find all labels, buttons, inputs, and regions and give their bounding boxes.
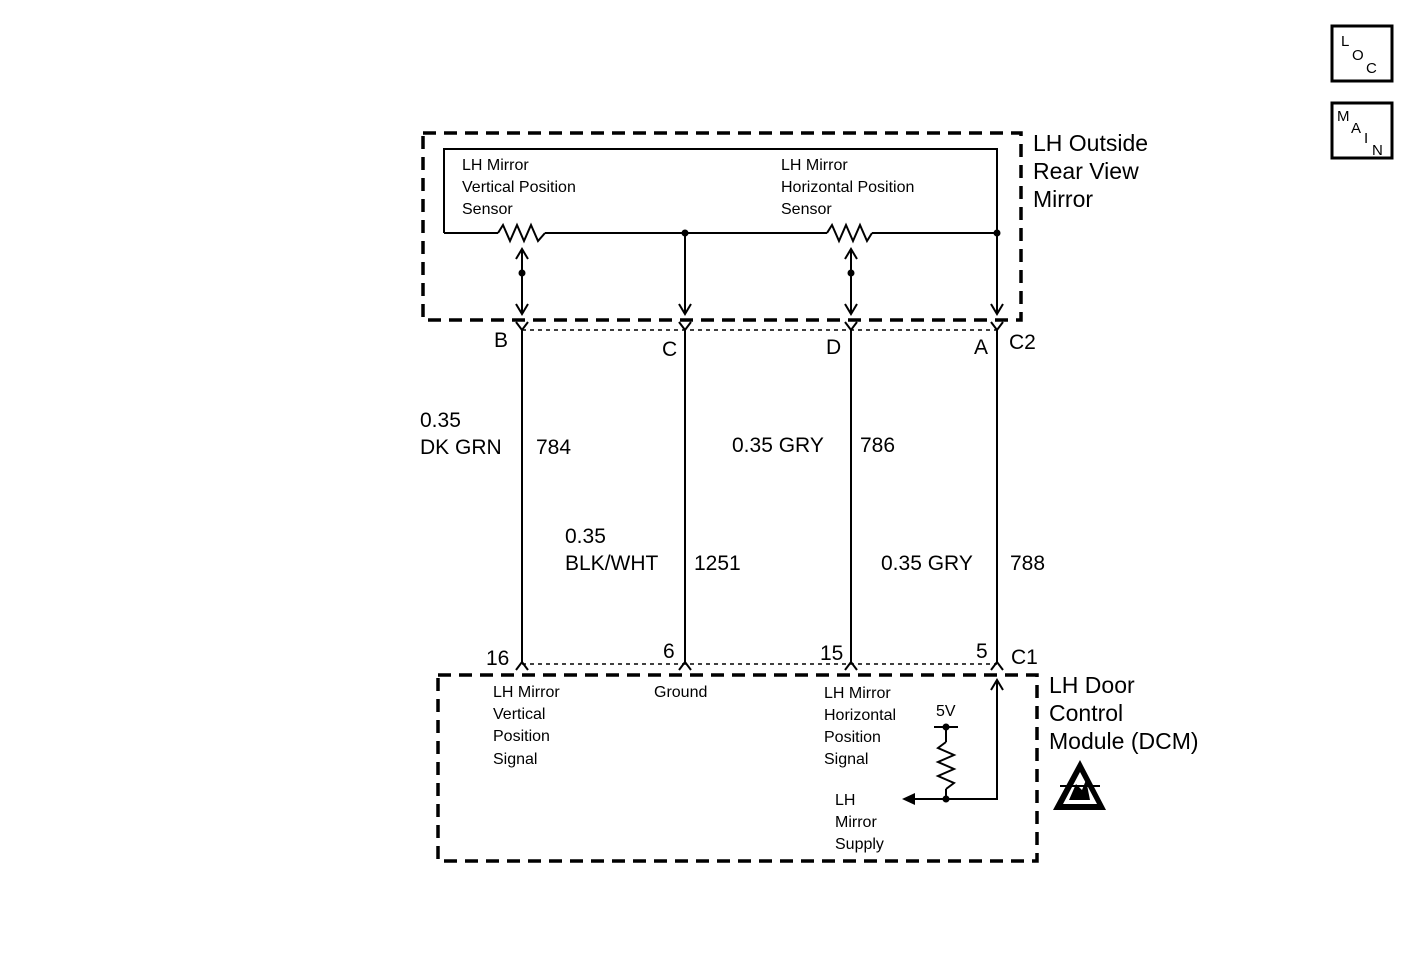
dcm-title-line-2: Control xyxy=(1049,700,1123,726)
horizontal-sensor-label-line-3: Sensor xyxy=(781,201,832,218)
vertical-sensor-resistor xyxy=(497,222,546,244)
main-letter-n: N xyxy=(1372,142,1383,159)
main-letter-i: I xyxy=(1364,130,1368,147)
horizontal-sensor-resistor xyxy=(826,222,873,244)
supply-arrow xyxy=(902,793,915,805)
c1-pin-6: 6 xyxy=(663,640,675,663)
dcm-title-line-3: Module (DCM) xyxy=(1049,728,1199,754)
horizontal-signal-label-line-3: Position xyxy=(824,729,881,746)
c2-pin-d: D xyxy=(826,336,841,359)
wire-784-circuit: 784 xyxy=(536,436,571,459)
loc-button[interactable]: L O C xyxy=(1330,24,1394,83)
c2-connector-label: C2 xyxy=(1009,331,1036,354)
wire-788-circuit: 788 xyxy=(1010,552,1045,575)
loc-letter-l: L xyxy=(1341,33,1349,50)
vertical-sensor-label-line-1: LH Mirror xyxy=(462,157,529,174)
wire-1251-size: 0.35 xyxy=(565,525,606,548)
horizontal-sensor-label-line-2: Horizontal Position xyxy=(781,179,914,196)
loc-letter-o: O xyxy=(1352,47,1364,64)
mirror-title-line-3: Mirror xyxy=(1033,186,1093,212)
wire-786-circuit: 786 xyxy=(860,434,895,457)
c2-terminals xyxy=(515,321,1004,332)
c1-pin-5: 5 xyxy=(976,640,988,663)
c1-terminals xyxy=(515,660,1004,671)
pullup-resistor xyxy=(935,741,957,790)
main-button[interactable]: M A I N xyxy=(1330,101,1394,160)
horizontal-signal-label-line-1: LH Mirror xyxy=(824,685,891,702)
main-letter-a: A xyxy=(1351,120,1361,137)
c2-pin-c: C xyxy=(662,338,677,361)
mirror-title-line-2: Rear View xyxy=(1033,158,1139,184)
vertical-sensor-label-line-3: Sensor xyxy=(462,201,513,218)
main-letter-m: M xyxy=(1337,108,1350,125)
wire-788-label: 0.35 GRY xyxy=(881,552,973,575)
c2-pin-a: A xyxy=(974,336,988,359)
wire-1251-circuit: 1251 xyxy=(694,552,741,575)
vertical-sensor-label-line-2: Vertical Position xyxy=(462,179,576,196)
supply-label-line-3: Supply xyxy=(835,836,884,853)
vertical-signal-label-line-2: Vertical xyxy=(493,706,545,723)
mirror-component-outline xyxy=(421,131,1023,322)
supply-label-line-2: Mirror xyxy=(835,814,877,831)
c1-pin-16: 16 xyxy=(486,647,509,670)
wire-784-color: DK GRN xyxy=(420,436,502,459)
dcm-title-line-1: LH Door xyxy=(1049,672,1135,698)
mirror-title-line-1: LH Outside xyxy=(1033,130,1148,156)
c1-connector-label: C1 xyxy=(1011,646,1038,669)
mirror-internal-circuit xyxy=(443,148,998,234)
dcm-component-outline xyxy=(436,673,1039,863)
ground-label: Ground xyxy=(654,684,707,701)
wire-786-label: 0.35 GRY xyxy=(732,434,824,457)
wire-784-size: 0.35 xyxy=(420,409,461,432)
vertical-signal-label-line-1: LH Mirror xyxy=(493,684,560,701)
voltage-label: 5V xyxy=(936,703,956,720)
loc-letter-c: C xyxy=(1366,60,1377,77)
horizontal-signal-label-line-2: Horizontal xyxy=(824,707,896,724)
supply-label-line-1: LH xyxy=(835,792,855,809)
wire-1251-color: BLK/WHT xyxy=(565,552,659,575)
c2-pin-b: B xyxy=(494,329,508,352)
vertical-signal-label-line-3: Position xyxy=(493,728,550,745)
c1-pin-15: 15 xyxy=(820,642,843,665)
horizontal-signal-label-line-4: Signal xyxy=(824,751,868,768)
vertical-signal-label-line-4: Signal xyxy=(493,751,537,768)
esd-warning-icon xyxy=(1053,760,1106,810)
horizontal-sensor-label-line-1: LH Mirror xyxy=(781,157,848,174)
